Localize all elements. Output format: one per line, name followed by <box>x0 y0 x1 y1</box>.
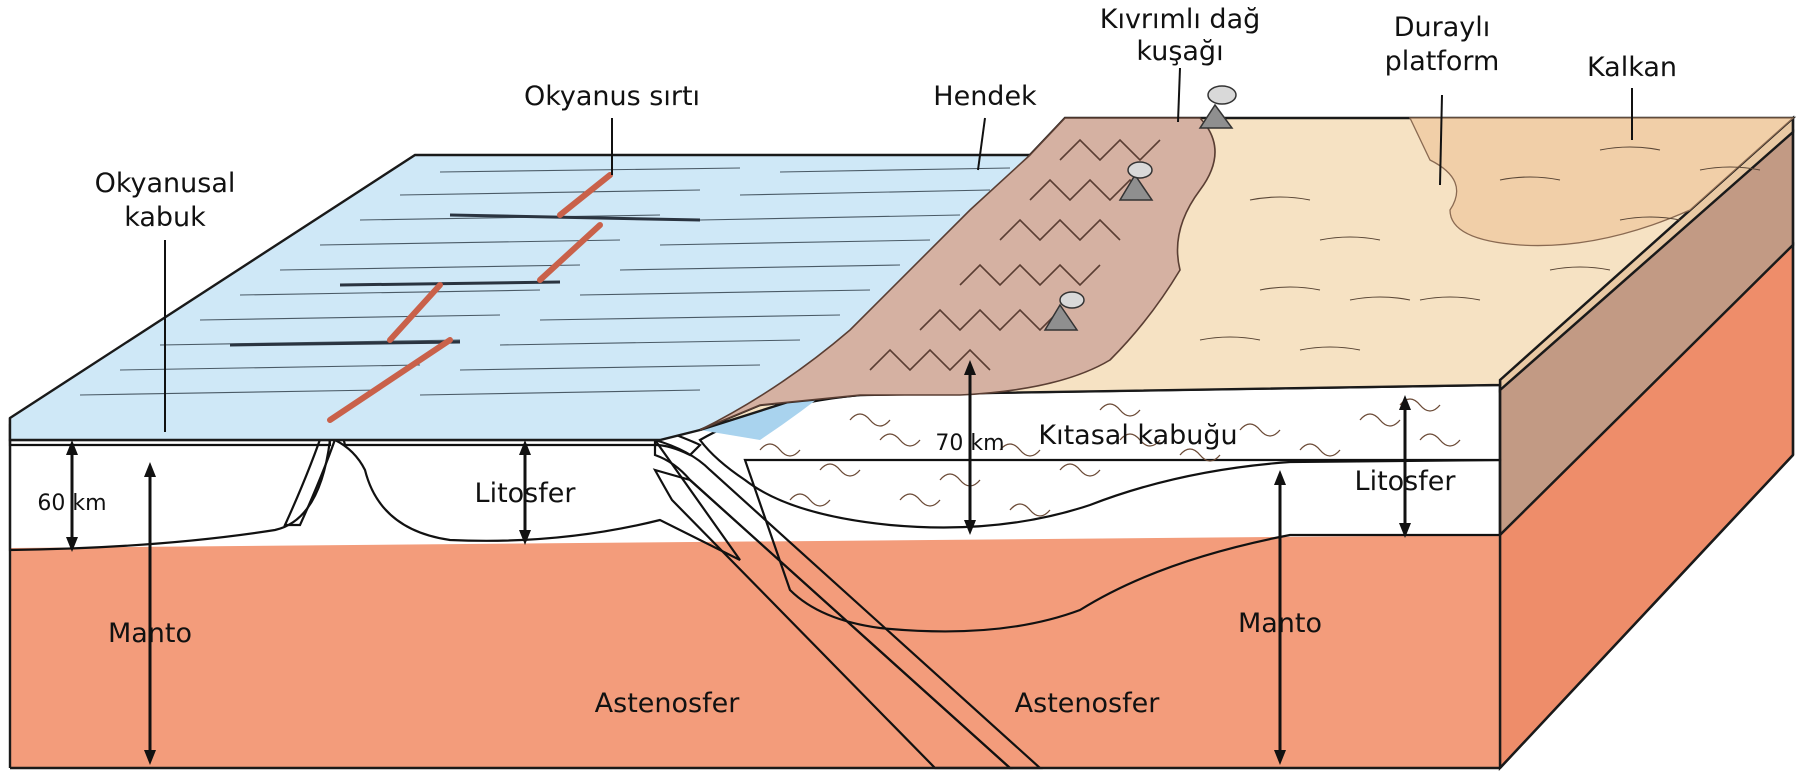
label-oceanic-crust-1: Okyanusal <box>95 168 236 199</box>
label-mantle-left: Manto <box>108 618 192 649</box>
label-lithosphere-right: Litosfer <box>1355 466 1457 497</box>
label-fold-belt-2: kuşağı <box>1136 36 1223 67</box>
label-ocean-ridge: Okyanus sırtı <box>524 81 700 112</box>
label-trench: Hendek <box>933 81 1037 112</box>
label-stable-platform-1: Duraylı <box>1394 12 1491 43</box>
asthenosphere-layer <box>10 535 1500 768</box>
label-mantle-right: Manto <box>1238 608 1322 639</box>
label-fold-belt-1: Kıvrımlı dağ <box>1100 4 1261 35</box>
label-asthenosphere-right: Astenosfer <box>1015 688 1161 719</box>
volcano-smoke-icon <box>1060 292 1084 308</box>
volcano-icon <box>1200 105 1232 128</box>
label-depth-60km: 60 km <box>37 491 106 516</box>
label-continental-crust: Kıtasal kabuğu <box>1038 420 1237 451</box>
volcano-smoke-icon <box>1208 86 1236 104</box>
label-oceanic-crust-2: kabuk <box>124 202 206 233</box>
label-shield: Kalkan <box>1587 52 1677 83</box>
label-depth-70km: 70 km <box>935 431 1004 456</box>
label-asthenosphere-left: Astenosfer <box>595 688 741 719</box>
label-lithosphere-left: Litosfer <box>475 478 577 509</box>
label-stable-platform-2: platform <box>1385 46 1500 77</box>
volcano-smoke-icon <box>1128 162 1152 178</box>
